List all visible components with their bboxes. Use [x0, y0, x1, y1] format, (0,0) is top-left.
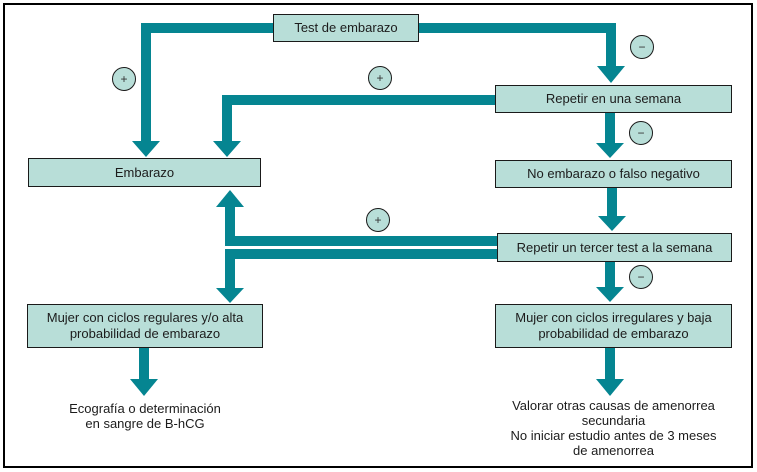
node-label: Repetir un tercer test a la semana [516, 239, 713, 255]
node-mujer-ciclos-irregulares: Mujer con ciclos irregulares y baja prob… [495, 304, 732, 348]
node-label-line2: probabilidad de embarazo [538, 326, 689, 341]
node-label: No embarazo o falso negativo [527, 166, 700, 181]
outcome-line: secundaria [581, 413, 646, 428]
connector-repetir3-to-embarazo [225, 206, 497, 246]
node-label: Repetir en una semana [545, 91, 682, 106]
badge-sign: − [638, 40, 646, 54]
arrowhead-no-embarazo-to-repetir3 [598, 216, 626, 231]
badge-sign: − [637, 270, 645, 284]
plus-badge-repetir3-to-embarazo: + [366, 208, 390, 232]
badge-sign: + [120, 72, 128, 86]
outcome-line: No iniciar estudio antes de 3 meses [510, 428, 717, 443]
node-repetir-un-tercer-test: Repetir un tercer test a la semana [497, 233, 732, 262]
node-no-embarazo-o-falso-negativo: No embarazo o falso negativo [495, 160, 732, 188]
node-label-line2: probabilidad de embarazo [69, 326, 221, 341]
node-repetir-en-una-semana: Repetir en una semana [495, 85, 732, 113]
node-label: Test de embarazo [294, 20, 398, 35]
plus-badge-repetir1-to-embarazo: + [368, 66, 392, 90]
node-mujer-ciclos-regulares: Mujer con ciclos regulares y/o alta prob… [27, 304, 263, 348]
minus-badge-repetir1-to-no-embarazo: − [629, 121, 653, 145]
arrowhead-repetir3-to-mujer-regulares [216, 288, 244, 303]
arrowhead-repetir3-to-mujer-irregulares [596, 287, 624, 302]
badge-sign: − [637, 126, 645, 140]
outcome-line: Valorar otras causas de amenorrea [512, 398, 715, 413]
minus-badge-test-to-repetir1: − [630, 35, 654, 59]
minus-badge-repetir3-to-mujer-irregulares: − [629, 265, 653, 289]
node-test-de-embarazo: Test de embarazo [273, 14, 419, 42]
arrowhead-test-to-repetir1 [597, 66, 625, 83]
arrowhead-test-to-embarazo [132, 141, 160, 157]
arrowhead-repetir3-to-embarazo [216, 190, 244, 207]
plus-badge-test-to-embarazo: + [112, 67, 136, 91]
badge-sign: + [374, 213, 382, 227]
badge-sign: + [376, 71, 384, 85]
outcome-line: de amenorrea [573, 443, 654, 458]
outcome-ecografia: Ecografía o determinación en sangre de B… [20, 401, 270, 431]
node-label-line1: Mujer con ciclos regulares y/o alta [46, 310, 244, 325]
connector-repetir3-to-mujer-regulares [225, 249, 497, 290]
arrowhead-mujer-regulares-to-outcome [130, 379, 158, 396]
node-label: Embarazo [114, 164, 175, 180]
arrowhead-mujer-irregulares-to-outcome [596, 379, 624, 396]
outcome-line: en sangre de B-hCG [85, 416, 205, 431]
connector-repetir1-to-embarazo [222, 95, 495, 144]
outcome-valorar-otras-causas: Valorar otras causas de amenorrea secund… [472, 398, 755, 458]
outcome-line: Ecografía o determinación [69, 401, 221, 416]
arrowhead-repetir1-to-embarazo [213, 141, 241, 157]
node-label-line1: Mujer con ciclos irregulares y baja [515, 310, 712, 325]
node-embarazo: Embarazo [28, 158, 261, 187]
arrowhead-repetir1-to-no-embarazo [596, 143, 624, 158]
